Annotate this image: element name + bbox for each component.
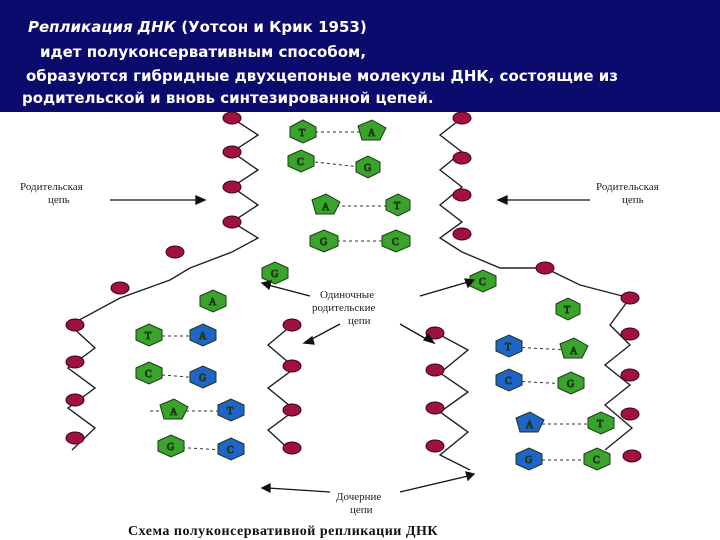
base-right-2P: G: [557, 371, 585, 395]
left-daughter-strand: [266, 324, 297, 453]
base-top-4R: C: [381, 229, 411, 253]
base-fork-left-1: G: [261, 261, 289, 285]
header-line-2: идет полуконсервативным способом,: [40, 43, 367, 61]
base-top-2R: G: [355, 155, 381, 179]
label-single-1: Одиночные: [320, 289, 374, 301]
base-top-4L-letter: G: [320, 237, 327, 248]
base-top-3L: A: [311, 193, 341, 215]
header-banner: Репликация ДНК (Уотсон и Крик 1953) идет…: [0, 0, 720, 112]
base-left-2P: C: [135, 361, 163, 385]
label-single-3: цепи: [348, 315, 371, 327]
base-right-4P-letter: C: [593, 455, 600, 466]
base-right-4P: C: [583, 447, 611, 471]
base-fork-right-1-letter: C: [479, 277, 486, 288]
base-top-3L-letter: A: [322, 202, 330, 213]
base-left-2N-letter: G: [199, 373, 206, 384]
replication-diagram: T A C G A T G C G A C T T A C G A T G C …: [20, 112, 659, 539]
base-left-4N-letter: C: [227, 445, 234, 456]
base-top-2R-letter: G: [364, 163, 371, 174]
base-left-1N: A: [189, 323, 217, 347]
base-top-2L: C: [287, 149, 315, 173]
base-top-3R: T: [385, 193, 411, 217]
base-top-1R: A: [357, 119, 387, 141]
base-left-4P: G: [157, 434, 185, 458]
base-left-1N-letter: A: [199, 331, 207, 342]
base-top-4L: G: [309, 229, 339, 253]
base-right-3N-letter: A: [526, 420, 534, 431]
base-top-1R-letter: A: [368, 128, 376, 139]
base-fork-right-1: C: [469, 269, 497, 293]
label-parent-right-1: Родительская: [596, 181, 659, 193]
label-daughter-1: Дочерние: [336, 491, 381, 503]
base-left-3N-letter: T: [227, 406, 233, 417]
base-right-2P-letter: G: [567, 379, 574, 390]
base-left-4P-letter: G: [167, 442, 174, 453]
base-fork-left-1-letter: G: [271, 269, 278, 280]
base-left-1P-letter: T: [145, 331, 151, 342]
base-right-4N-letter: G: [525, 455, 532, 466]
header-line-3: образуются гибридные двухцепоные молекул…: [26, 67, 618, 85]
left-parent-strand: [66, 251, 233, 451]
base-right-2N-letter: C: [505, 376, 512, 387]
header-title: Репликация ДНК (Уотсон и Крик 1953): [28, 18, 367, 36]
diagram-labels: Родительская цепь Родительская цепь Один…: [20, 181, 659, 539]
base-right-1P: A: [559, 337, 589, 359]
base-top-3R-letter: T: [394, 201, 400, 212]
right-daughter-strand: [438, 334, 471, 471]
diagram-caption: Схема полуконсервативной репликации ДНК: [128, 524, 438, 539]
base-right-1N-letter: T: [505, 342, 511, 353]
base-right-3P-letter: T: [597, 419, 603, 430]
base-top-1L: T: [289, 119, 317, 144]
base-left-3N: T: [217, 398, 245, 422]
label-daughter-2: цепи: [350, 504, 373, 516]
base-top-2L-letter: C: [297, 157, 304, 168]
label-single-2: родительские: [312, 302, 375, 314]
base-right-1N: T: [495, 334, 523, 358]
base-top-1L-letter: T: [299, 128, 305, 139]
base-left-2P-letter: C: [145, 369, 152, 380]
base-left-3P-letter: A: [170, 407, 178, 418]
title-italic: Репликация ДНК: [28, 18, 176, 36]
base-left-4N: C: [217, 437, 245, 461]
base-right-3P: T: [587, 411, 615, 435]
base-left-3P: A: [159, 398, 189, 420]
label-parent-left-2: цепь: [48, 194, 70, 206]
top-right-strand: [438, 117, 464, 253]
header-line-4: родительской и вновь синтезированной цеп…: [22, 89, 434, 107]
label-parent-left-1: Родительская: [20, 181, 83, 193]
label-parent-right-2: цепь: [622, 194, 644, 206]
base-top-4R-letter: C: [392, 237, 399, 248]
base-right-2N: C: [495, 368, 523, 392]
base-fork-right-2-letter: T: [564, 305, 570, 316]
base-left-2N: G: [189, 365, 217, 389]
base-right-1P-letter: A: [570, 346, 578, 357]
nucleotide-bases: T A C G A T G C G A C T T A C G A T G C …: [135, 119, 615, 471]
base-right-3N: A: [515, 411, 545, 433]
base-fork-left-2: A: [199, 289, 227, 313]
title-rest: (Уотсон и Крик 1953): [176, 18, 367, 36]
phosphate-nodes: [65, 112, 642, 463]
base-fork-right-2: T: [555, 297, 581, 321]
pointer-arrows: [110, 194, 590, 494]
base-fork-left-2-letter: A: [209, 297, 217, 308]
base-right-4N: G: [515, 447, 543, 471]
base-left-1P: T: [135, 323, 163, 347]
